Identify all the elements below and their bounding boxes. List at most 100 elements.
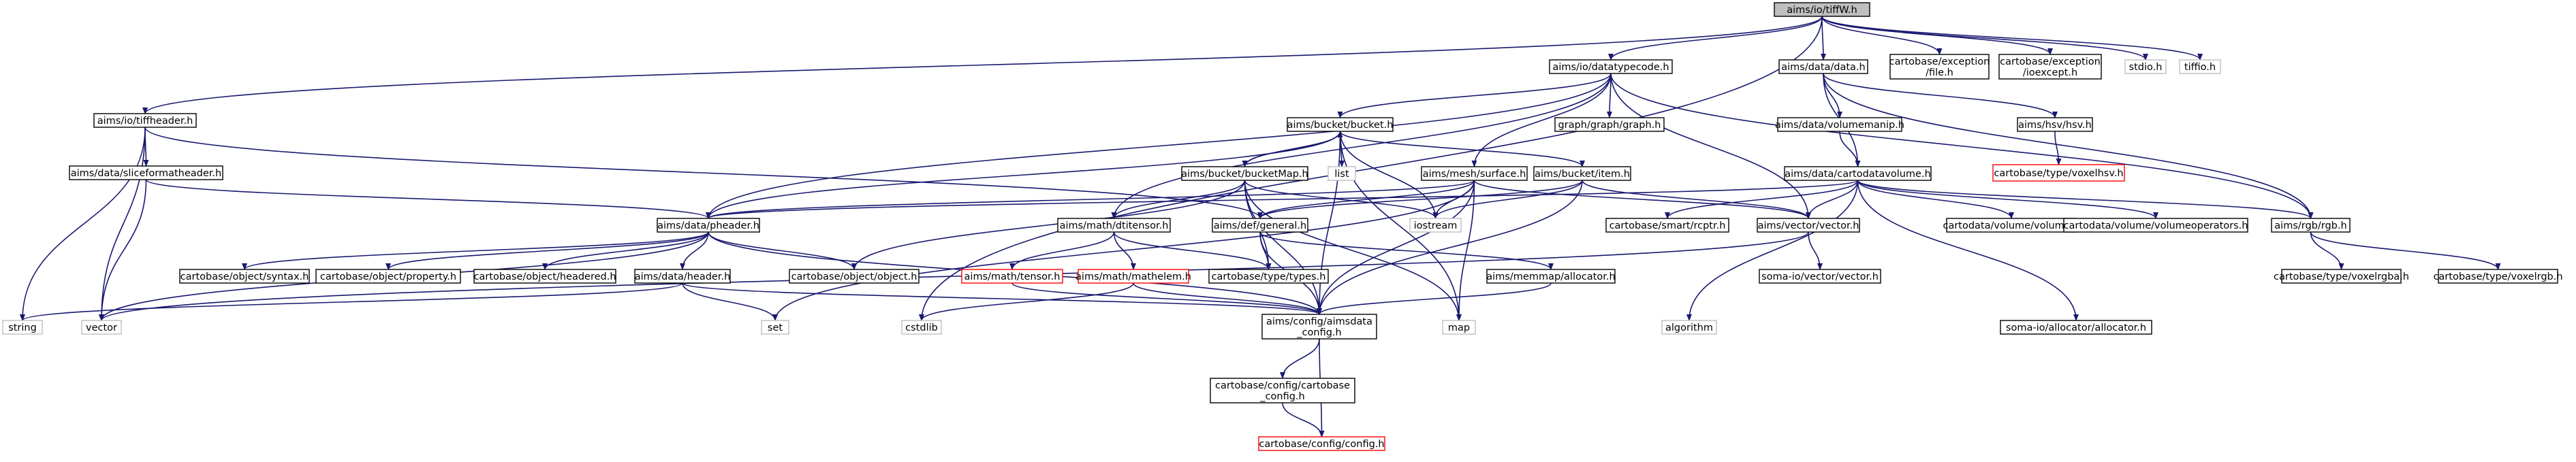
node-cstdlib[interactable]: cstdlib (901, 320, 942, 335)
node-box-object (789, 269, 920, 284)
edge-datatypecode-to-vectorvec (1610, 73, 1811, 219)
node-tiffheader[interactable]: aims/io/tiffheader.h (93, 113, 197, 128)
node-label-data-0: aims/data/data.h (1781, 62, 1865, 73)
node-label-volumemanip-0: aims/data/volumemanip.h (1775, 120, 1904, 131)
node-volumeoperators[interactable]: cartodata/volume/volumeoperators.h (2063, 218, 2248, 233)
node-header[interactable]: aims/data/header.h (634, 269, 731, 284)
node-label-vector-0: vector (86, 323, 117, 333)
node-list[interactable]: list (1328, 166, 1356, 181)
node-label-somavector-0: soma-io/vector/vector.h (1761, 271, 1879, 282)
edge-dtitensor-to-types (1113, 231, 1272, 270)
node-stdio[interactable]: stdio.h (2124, 59, 2167, 74)
node-volume[interactable]: cartodata/volume/volume.h (1943, 218, 2080, 233)
node-label-property-0: cartobase/object/property.h (320, 271, 456, 282)
node-somavector[interactable]: soma-io/vector/vector.h (1759, 269, 1881, 284)
node-general[interactable]: aims/def/general.h (1212, 218, 1308, 233)
edge-cartodatavolume-to-rgb (1857, 180, 2314, 219)
node-label-header-0: aims/data/header.h (635, 271, 731, 282)
node-label-exc_ioexcept-1: /ioexcept.h (2023, 67, 2077, 78)
node-graph[interactable]: graph/graph/graph.h (1554, 117, 1665, 132)
node-allocator[interactable]: aims/memmap/allocator.h (1486, 269, 1616, 284)
node-vectorvec[interactable]: aims/vector/vector.h (1757, 218, 1860, 233)
node-exc_file[interactable]: cartobase/exception/file.h (1889, 54, 1990, 80)
edge-tiffheader-to-vector (99, 127, 146, 321)
node-somaallocator[interactable]: soma-io/allocator/allocator.h (2000, 320, 2152, 335)
node-tiffio[interactable]: tiffio.h (2179, 59, 2221, 74)
node-label-surface-0: aims/mesh/surface.h (1423, 169, 1526, 180)
node-box-tiffheader (93, 113, 197, 128)
edge-dtitensor-to-tensor (1009, 231, 1115, 270)
node-datatypecode[interactable]: aims/io/datatypecode.h (1549, 59, 1673, 74)
node-voxelrgb[interactable]: cartobase/type/voxelrgb.h (2433, 269, 2563, 284)
node-hsv[interactable]: aims/hsv/hsv.h (2017, 117, 2093, 132)
edge-surface-to-pheader (706, 180, 1475, 219)
edge-item-to-general (1257, 180, 1583, 219)
node-headered[interactable]: cartobase/object/headered.h (473, 269, 616, 284)
edge-sliceformatheader-to-vector (99, 179, 147, 321)
node-label-bucketMap-0: aims/bucket/bucketMap.h (1181, 169, 1308, 180)
node-dtitensor[interactable]: aims/math/dtitensor.h (1057, 218, 1171, 233)
node-voxelrgba[interactable]: cartobase/type/voxelrgba.h (2274, 269, 2409, 284)
node-aimsdata_config[interactable]: aims/config/aimsdata_config.h (1261, 314, 1377, 340)
node-label-types-0: cartobase/type/types.h (1212, 271, 1326, 282)
node-label-hsv-0: aims/hsv/hsv.h (2018, 120, 2092, 131)
edge-bucket-to-iostream (1339, 131, 1439, 219)
edge-bucketMap-to-bucket (1244, 131, 1343, 167)
node-box-volumeoperators (2063, 218, 2248, 233)
node-box-vectorvec (1757, 218, 1860, 233)
node-config[interactable]: cartobase/config/config.h (1258, 436, 1385, 451)
node-object[interactable]: cartobase/object/object.h (789, 269, 920, 284)
node-string[interactable]: string (2, 320, 43, 335)
node-bucket[interactable]: aims/bucket/bucket.h (1287, 117, 1394, 132)
edge-cartodatavolume-to-pheader (706, 180, 1859, 219)
edge-tiffW-to-tiffio (1821, 16, 2203, 61)
node-rgb[interactable]: aims/rgb/rgb.h (2271, 218, 2351, 233)
node-box-set (761, 320, 789, 335)
node-iostream[interactable]: iostream (1409, 218, 1462, 233)
node-property[interactable]: cartobase/object/property.h (315, 269, 461, 284)
node-algorithm[interactable]: algorithm (1661, 320, 1717, 335)
edge-surface-to-vectorvec (1473, 180, 1811, 219)
node-label-mathelem-0: aims/math/mathelem.h (1075, 271, 1191, 282)
node-map[interactable]: map (1442, 320, 1476, 335)
edge-datatypecode-to-bucket (1337, 73, 1612, 118)
node-label-tensor-0: aims/math/tensor.h (964, 271, 1061, 282)
node-syntax[interactable]: cartobase/object/syntax.h (179, 269, 310, 284)
node-tiffW[interactable]: aims/io/tiffW.h (1774, 2, 1870, 17)
edge-cartodatavolume-to-algorithm (1686, 180, 1859, 321)
edge-surface-to-aimsdata_config (1317, 180, 1475, 315)
edge-cartodatavolume-to-volumeoperators (1857, 180, 2158, 219)
node-box-property (315, 269, 461, 284)
node-rcptr[interactable]: cartobase/smart/rcptr.h (1605, 218, 1729, 233)
node-label-graph-0: graph/graph/graph.h (1558, 120, 1661, 131)
node-voxelhsv[interactable]: cartobase/type/voxelhsv.h (1992, 164, 2125, 182)
node-mathelem[interactable]: aims/math/mathelem.h (1075, 269, 1191, 284)
edge-pheader-to-property (386, 231, 709, 270)
node-set[interactable]: set (761, 320, 789, 335)
edge-hsv-to-voxelhsv (2054, 131, 2062, 165)
node-volumemanip[interactable]: aims/data/volumemanip.h (1775, 117, 1904, 132)
node-exc_ioexcept[interactable]: cartobase/exception/ioexcept.h (1998, 54, 2102, 80)
nodes-layer: aims/io/tiffW.h aims/io/tiffheader.h aims/… (2, 2, 2563, 451)
node-label-item-0: aims/bucket/item.h (1535, 169, 1630, 180)
node-label-cartobase_config-1: _config.h (1259, 391, 1304, 402)
node-item[interactable]: aims/bucket/item.h (1533, 166, 1631, 181)
edge-tiffW-to-cstdlib (919, 16, 1823, 321)
node-vector[interactable]: vector (81, 320, 122, 335)
node-bucketMap[interactable]: aims/bucket/bucketMap.h (1181, 166, 1308, 181)
node-types[interactable]: cartobase/type/types.h (1208, 269, 1329, 284)
edge-bucketMap-to-aimsdata_config (1244, 180, 1322, 315)
node-cartodatavolume[interactable]: aims/data/cartodatavolume.h (1784, 166, 1932, 181)
node-sliceformatheader[interactable]: aims/data/sliceformatheader.h (69, 165, 223, 180)
node-pheader[interactable]: aims/data/pheader.h (657, 218, 760, 233)
node-surface[interactable]: aims/mesh/surface.h (1421, 166, 1528, 181)
edge-bucketMap-to-dtitensor (1111, 180, 1246, 219)
node-tensor[interactable]: aims/math/tensor.h (961, 269, 1063, 284)
node-cartobase_config[interactable]: cartobase/config/cartobase_config.h (1210, 378, 1355, 403)
node-label-cartobase_config-0: cartobase/config/cartobase (1215, 380, 1350, 391)
node-label-bucket-0: aims/bucket/bucket.h (1287, 120, 1394, 131)
node-label-list-0: list (1334, 169, 1349, 180)
node-box-pheader (657, 218, 760, 233)
node-data[interactable]: aims/data/data.h (1778, 59, 1868, 74)
edge-tiffW-to-tiffheader (142, 16, 1823, 114)
